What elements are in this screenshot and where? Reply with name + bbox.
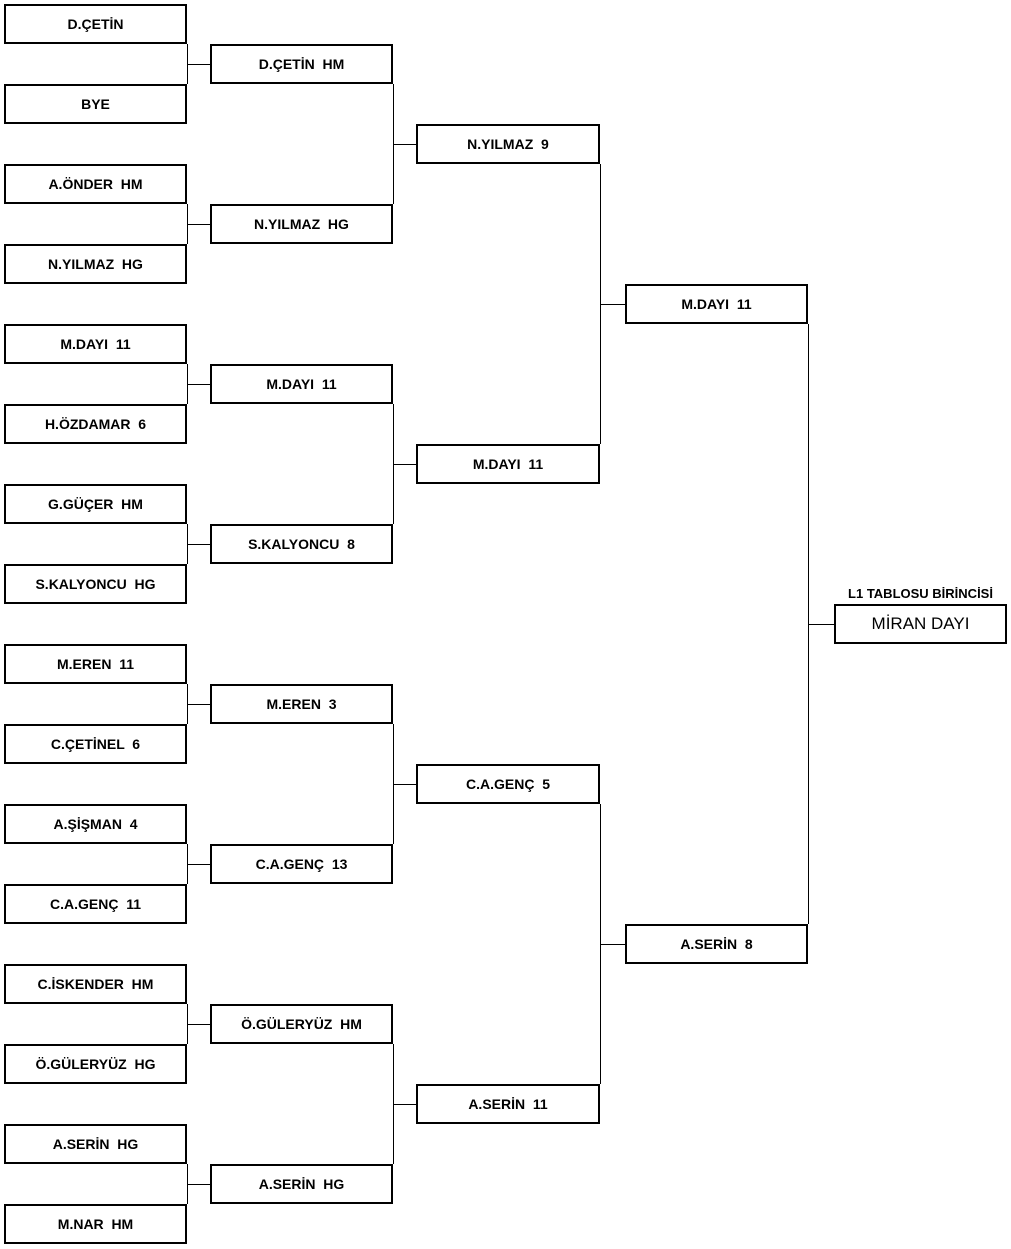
bracket-slot-r3-1: N.YILMAZ 9 bbox=[416, 124, 600, 164]
connector-line bbox=[393, 464, 416, 465]
bracket-slot-r2-5: M.EREN 3 bbox=[210, 684, 393, 724]
bracket-slot-r1-1: D.ÇETİN bbox=[4, 4, 187, 44]
bracket-slot-r4-1: M.DAYI 11 bbox=[625, 284, 808, 324]
connector-line bbox=[187, 704, 210, 705]
bracket-slot-r1-9: M.EREN 11 bbox=[4, 644, 187, 684]
bracket-slot-r3-4: A.SERİN 11 bbox=[416, 1084, 600, 1124]
bracket-slot-r1-4: N.YILMAZ HG bbox=[4, 244, 187, 284]
connector-line bbox=[187, 544, 210, 545]
bracket-slot-r1-3: A.ÖNDER HM bbox=[4, 164, 187, 204]
connector-line bbox=[187, 864, 210, 865]
connector-line bbox=[808, 624, 834, 625]
connector-line bbox=[187, 1184, 210, 1185]
connector-line bbox=[187, 1024, 210, 1025]
bracket-slot-r3-3: C.A.GENÇ 5 bbox=[416, 764, 600, 804]
bracket-slot-r3-2: M.DAYI 11 bbox=[416, 444, 600, 484]
connector-line bbox=[393, 784, 416, 785]
bracket-slot-r1-14: Ö.GÜLERYÜZ HG bbox=[4, 1044, 187, 1084]
bracket-slot-r1-16: M.NAR HM bbox=[4, 1204, 187, 1244]
bracket-slot-r1-13: C.İSKENDER HM bbox=[4, 964, 187, 1004]
connector-line bbox=[600, 304, 625, 305]
connector-line bbox=[187, 64, 210, 65]
bracket-slot-r1-15: A.SERİN HG bbox=[4, 1124, 187, 1164]
champion-box: MİRAN DAYI bbox=[834, 604, 1007, 644]
bracket-slot-r1-12: C.A.GENÇ 11 bbox=[4, 884, 187, 924]
bracket-slot-r1-6: H.ÖZDAMAR 6 bbox=[4, 404, 187, 444]
bracket-slot-r2-6: C.A.GENÇ 13 bbox=[210, 844, 393, 884]
bracket-slot-r2-8: A.SERİN HG bbox=[210, 1164, 393, 1204]
bracket-slot-r1-11: A.ŞİŞMAN 4 bbox=[4, 804, 187, 844]
connector-line bbox=[393, 144, 416, 145]
bracket-slot-r1-5: M.DAYI 11 bbox=[4, 324, 187, 364]
connector-line bbox=[600, 944, 625, 945]
bracket-slot-r1-2: BYE bbox=[4, 84, 187, 124]
connector-line bbox=[187, 384, 210, 385]
bracket-slot-r2-2: N.YILMAZ HG bbox=[210, 204, 393, 244]
bracket-slot-r1-8: S.KALYONCU HG bbox=[4, 564, 187, 604]
bracket-slot-r1-7: G.GÜÇER HM bbox=[4, 484, 187, 524]
bracket-slot-r2-4: S.KALYONCU 8 bbox=[210, 524, 393, 564]
bracket-slot-r2-7: Ö.GÜLERYÜZ HM bbox=[210, 1004, 393, 1044]
champion-title: L1 TABLOSU BİRİNCİSİ bbox=[848, 586, 993, 601]
bracket-slot-r4-2: A.SERİN 8 bbox=[625, 924, 808, 964]
bracket-slot-r1-10: C.ÇETİNEL 6 bbox=[4, 724, 187, 764]
connector-line bbox=[393, 1104, 416, 1105]
bracket-slot-r2-3: M.DAYI 11 bbox=[210, 364, 393, 404]
bracket-slot-r2-1: D.ÇETİN HM bbox=[210, 44, 393, 84]
connector-line bbox=[187, 224, 210, 225]
